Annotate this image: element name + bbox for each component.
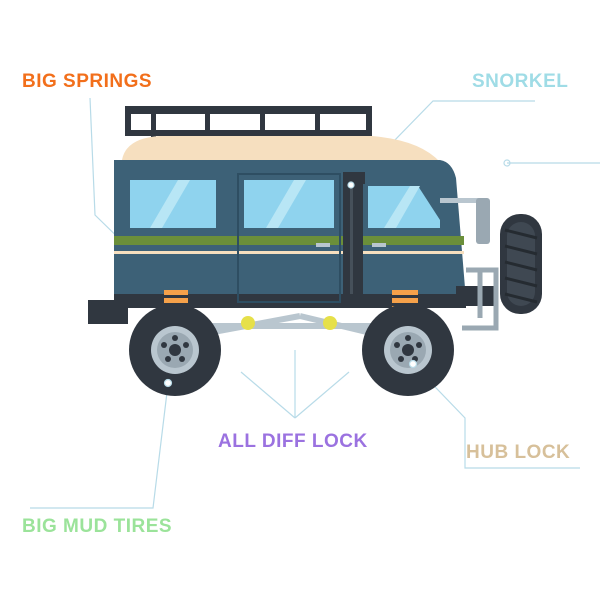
label-all-diff-lock: ALL DIFF LOCK: [218, 431, 368, 452]
tire-callout-dot: [163, 378, 173, 388]
label-snorkel: SNORKEL: [472, 71, 569, 92]
stripe-green: [114, 236, 464, 245]
van-roof: [122, 136, 440, 162]
diff-housing-front: [323, 316, 337, 330]
wheel-icon: [362, 304, 454, 396]
wheel-icon: [129, 304, 221, 396]
leader-dot-extra: [503, 159, 511, 167]
snorkel-callout-dot: [347, 181, 355, 189]
front-door-handle: [372, 243, 386, 247]
leader-line-tires: [30, 383, 169, 509]
spare-tire-icon: [500, 214, 542, 314]
leader-line-diff-right: [294, 371, 350, 419]
windows: [130, 180, 440, 228]
label-hub-lock: HUB LOCK: [466, 442, 571, 463]
diff-housing-rear: [241, 316, 255, 330]
label-big-springs: BIG SPRINGS: [22, 71, 153, 92]
leader-line-hub: [412, 363, 580, 469]
front-bumper: [456, 286, 496, 306]
stripe-cream: [114, 251, 464, 254]
door-handle: [316, 243, 330, 247]
label-big-mud-tires: BIG MUD TIRES: [22, 516, 173, 537]
snorkel-icon: [343, 172, 365, 304]
mirror-icon: [440, 198, 490, 244]
side-door: [237, 173, 341, 303]
hub-callout-dot: [408, 359, 418, 369]
leader-line-diff-left: [240, 371, 296, 419]
bull-bar: [462, 267, 499, 331]
